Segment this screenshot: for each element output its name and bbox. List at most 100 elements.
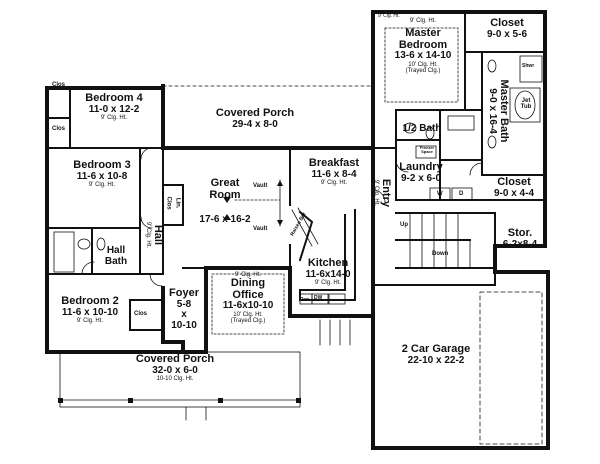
hall-label: Hall 9' Clg. Ht.	[145, 205, 164, 265]
dining-ceiling-top: 9' Clg. Ht.	[234, 272, 262, 278]
closet-mid-label: Closet 9-0 x 4-4	[484, 176, 544, 199]
foyer-dims-2: x	[181, 309, 187, 321]
columns	[58, 398, 301, 403]
bedroom-3-label: Bedroom 3 11-6 x 10-8 9' Clg. Ht.	[62, 159, 142, 189]
breakfast-ceiling: 9' Clg. Ht.	[320, 180, 348, 187]
kitchen-label: Kitchen 11-6x14-0 9' Clg. Ht.	[300, 257, 356, 287]
linen-label: Lin.	[174, 197, 181, 209]
jet-label: Jet	[521, 98, 531, 104]
stor-dims: 6-2x8-4	[502, 238, 538, 250]
half-bath-label: 1/2 Bath	[402, 123, 442, 135]
kitchen-name: Kitchen	[307, 257, 349, 269]
closet-top-dims: 9-0 x 5-6	[486, 28, 528, 40]
foyer-name: Foyer	[169, 287, 199, 299]
bedroom-2-name: Bedroom 2	[61, 295, 119, 307]
bedroom-4-dims: 11-0 x 12-2	[88, 103, 140, 115]
dining-dims: 11-6x10-10	[222, 300, 274, 312]
foyer-dims-1: 5-8	[176, 298, 192, 310]
entry-name: Entry	[379, 178, 392, 207]
hall-bath-name: Hall	[106, 245, 126, 256]
covered-porch-bottom-dims: 32-0 x 6-0	[152, 364, 198, 376]
stor-label: Stor. 6-2x8-4	[496, 227, 544, 250]
dryer-label: D	[459, 191, 464, 197]
covered-porch-bottom-name: Covered Porch	[135, 353, 215, 365]
great-room-label: Great Room 17-6 x 16-2	[190, 177, 260, 226]
shower-label: Shwr	[522, 63, 535, 69]
great-room-name: Great	[210, 177, 240, 189]
master-bath-label: Master Bath 9-0 x 16-4	[487, 71, 511, 151]
entry-ceiling: 9' Clg. Ht.	[373, 179, 380, 206]
master-bath-name: Master Bath	[498, 79, 511, 143]
closet-top-name: Closet	[490, 17, 524, 29]
bedroom-2-dims: 11-6 x 10-10	[61, 306, 119, 318]
clos-hall: Clos	[165, 196, 172, 210]
laundry-label: Laundry 9-2 x 6-0	[398, 161, 444, 184]
master-bath-dims: 9-0 x 16-4	[487, 88, 499, 134]
covered-porch-top-name: Covered Porch	[215, 107, 295, 119]
garage-name: 2 Car Garage	[401, 343, 471, 355]
kitchen-ceiling: 9' Clg. Ht.	[314, 280, 342, 287]
great-room-vault-1: Vault	[253, 183, 268, 189]
freezer-label: Freezer Space	[416, 145, 438, 155]
clos-b4-bottom: Clos	[52, 126, 66, 132]
great-room-dims: 17-6 x 16-2	[199, 214, 251, 226]
bedroom-4-ceiling: 9' Clg. Ht.	[100, 115, 128, 122]
dining-tray: (Trayed Clg.)	[230, 318, 266, 325]
dining-ceiling: 10' Clg. Ht.	[233, 311, 263, 318]
dishwasher-label: DW	[314, 295, 323, 301]
breakfast-dims: 11-6 x 8-4	[311, 168, 357, 180]
closet-mid-name: Closet	[497, 176, 531, 188]
great-room-vault-2: Vault	[253, 226, 268, 232]
covered-porch-top-dims: 29-4 x 8-0	[232, 118, 278, 130]
great-room-name-2: Room	[209, 188, 241, 201]
hall-name: Hall	[151, 224, 164, 246]
hall-bath-name-2: Bath	[104, 255, 128, 267]
dining-name: Dining	[230, 277, 266, 290]
foyer-label: Foyer 5-8 x 10-10	[162, 287, 206, 331]
master-bedroom-ceiling-top: 9' Clg. Ht.	[409, 18, 437, 24]
dining-label: 9' Clg. Ht. Dining Office 11-6x10-10 10'…	[208, 272, 288, 324]
bedroom-2-label: Bedroom 2 11-6 x 10-10 9' Clg. Ht.	[50, 295, 130, 324]
kitchen-dims: 11-6x14-0	[305, 268, 351, 280]
entry-label: Entry 9' Clg. Ht.	[373, 163, 392, 223]
garage-dims: 22-10 x 22-2	[407, 354, 465, 366]
master-bedroom-name: Master	[405, 27, 441, 40]
interior-walls	[46, 11, 546, 343]
hall-bath-label: Hall Bath	[94, 245, 138, 267]
closet-mid-dims: 9-0 x 4-4	[493, 187, 535, 199]
master-bedroom-ceiling: 10' Clg. Ht.	[408, 61, 438, 68]
bedroom-3-name: Bedroom 3	[73, 159, 131, 171]
pantry-label: Pan.	[300, 297, 311, 303]
freezer-name-2: Space	[421, 149, 433, 155]
stor-name: Stor.	[507, 227, 533, 239]
covered-porch-top-label: Covered Porch 29-4 x 8-0	[200, 107, 310, 130]
master-bedroom-label: 9' Clg. Ht. Master Bedroom 13-6 x 14-10 …	[384, 18, 462, 74]
garage-label: 2 Car Garage 22-10 x 22-2	[386, 343, 486, 366]
bedroom-4-name: Bedroom 4	[85, 92, 143, 104]
master-bedroom-tray: (Trayed Clg.)	[405, 68, 441, 75]
laundry-name: Laundry	[399, 161, 443, 173]
master-bedroom-dims: 13-6 x 14-10	[394, 50, 452, 62]
breakfast-name: Breakfast	[308, 157, 360, 169]
tub-label: Tub	[520, 104, 532, 111]
stairs-down-label: Down	[432, 251, 449, 257]
bedroom-3-dims: 11-6 x 10-8	[76, 170, 128, 182]
master-top-ceiling: 9' Clg. Ht.	[378, 13, 400, 19]
foyer-dims-3: 10-10	[171, 319, 197, 331]
bedroom-4-label: Bedroom 4 11-0 x 12-2 9' Clg. Ht.	[74, 92, 154, 122]
laundry-dims: 9-2 x 6-0	[400, 172, 442, 184]
jet-tub-label: Jet Tub	[516, 98, 536, 111]
washer-label: W	[437, 191, 443, 197]
stairs-up-label: Up	[400, 222, 408, 228]
clos-b4-top: Clos	[52, 82, 66, 88]
bedroom-3-ceiling: 9' Clg. Ht.	[88, 182, 116, 189]
covered-porch-bottom-ceiling: 10-10 Clg. Ht.	[156, 376, 194, 383]
detail-lines	[53, 27, 543, 445]
vault-arrows	[223, 180, 283, 226]
closet-top-label: Closet 9-0 x 5-6	[470, 17, 544, 40]
clos-b2: Clos	[134, 311, 148, 317]
half-bath-name: 1/2 Bath	[402, 123, 442, 134]
covered-porch-bottom-label: Covered Porch 32-0 x 6-0 10-10 Clg. Ht.	[110, 353, 240, 383]
master-bedroom-name-2: Bedroom	[398, 38, 448, 51]
